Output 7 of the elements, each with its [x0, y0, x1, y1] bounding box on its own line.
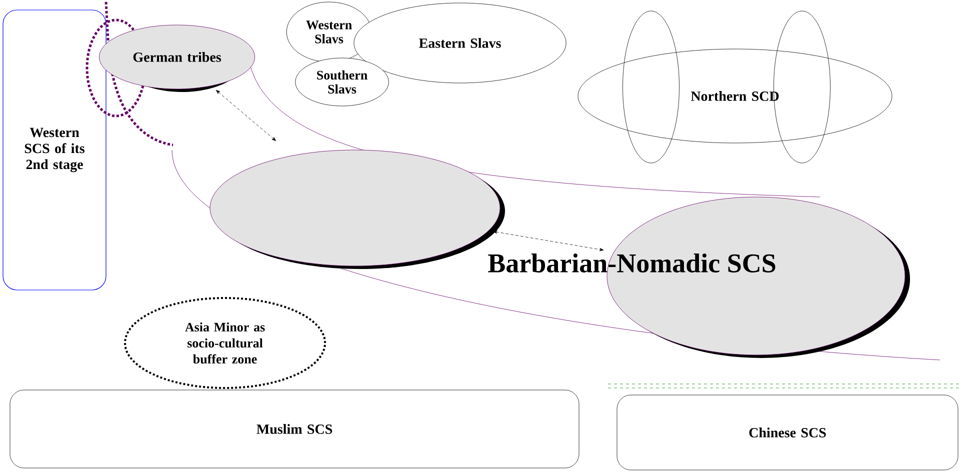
rounded-box: Chinese SCS — [616, 394, 958, 470]
region-label: Barbarian-Nomadic SCS — [488, 253, 776, 272]
arrow — [493, 230, 604, 252]
arrow — [216, 90, 276, 141]
rounded-box: Western SCS of its 2nd stage — [2, 10, 106, 290]
rounded-box: Muslim SCS — [10, 390, 580, 468]
empty-ellipse — [622, 10, 680, 164]
